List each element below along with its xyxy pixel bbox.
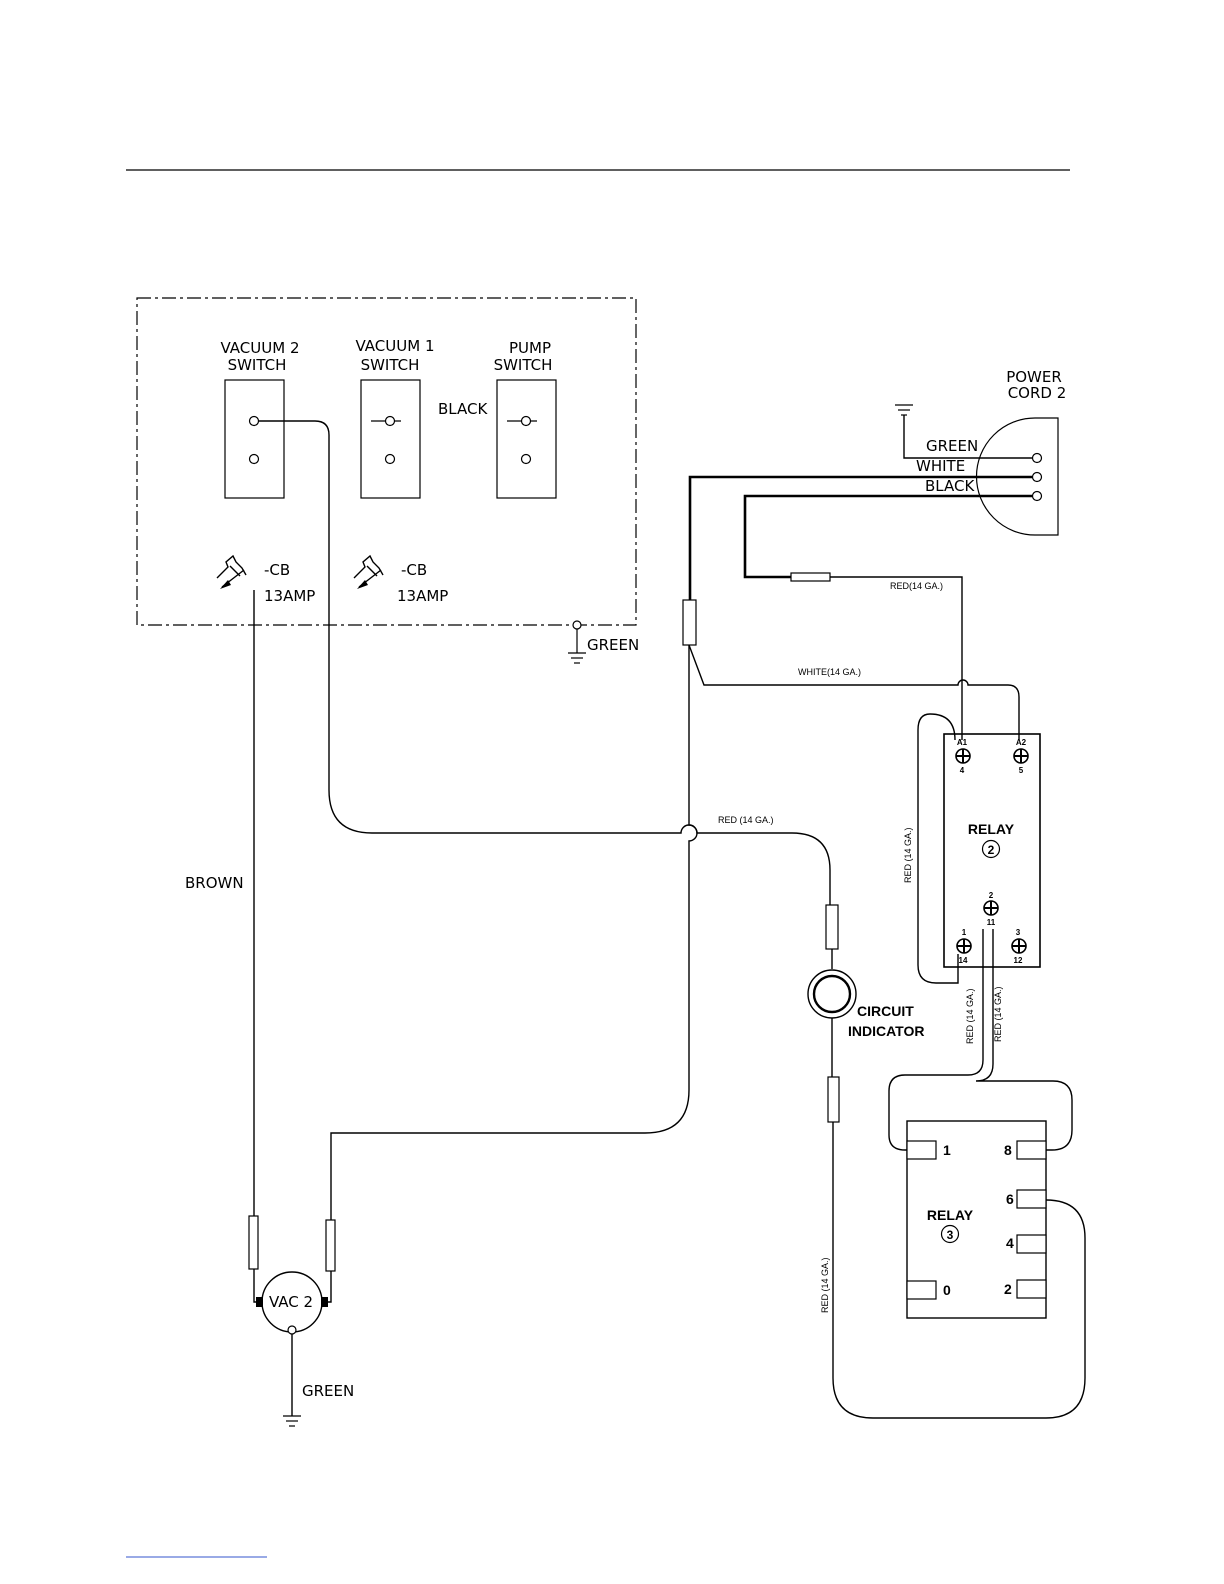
relay3-title: RELAY (927, 1207, 974, 1223)
circuit-breaker-1: -CB 13AMP (217, 556, 315, 605)
red-relay-out2-label: RED (14 GA.) (993, 986, 1003, 1042)
relay2-terminal-a2: A2 (1016, 738, 1027, 747)
relay3-pin-0 (907, 1281, 936, 1299)
vacuum2-switch-terminal-bottom (250, 455, 259, 464)
relay3-pin2-label: 2 (1004, 1281, 1012, 1297)
relay3-pin-6 (1017, 1190, 1046, 1208)
relay2-terminal-2: 2 (989, 891, 994, 900)
relay2-terminal-a1: A1 (957, 738, 968, 747)
relay3-pin8-label: 8 (1004, 1142, 1012, 1158)
red-wire-indicator-to-relay3 (833, 1122, 1085, 1418)
pump-switch-label-1: PUMP (509, 339, 551, 357)
relay2-title: RELAY (968, 821, 1015, 837)
cord-wire-white: WHITE (916, 457, 965, 475)
black-wire-label: BLACK (438, 400, 488, 418)
panel-ground-icon (568, 621, 586, 663)
red-bottom-label: RED (14 GA.) (820, 1257, 830, 1313)
circuit-breaker-2: -CB 13AMP (354, 556, 448, 605)
motor-ground-icon (283, 1416, 301, 1426)
fuse-white (683, 600, 696, 645)
relay3-pin6-label: 6 (1006, 1191, 1014, 1207)
plug-pin-white (1033, 473, 1042, 482)
vacuum2-switch-label-2: SWITCH (228, 356, 287, 374)
white-wire-to-relay (689, 645, 1019, 740)
vacuum1-switch-label-1: VACUUM 1 (356, 337, 435, 355)
plug-pin-green (1033, 454, 1042, 463)
relay2-screw-1-icon (957, 939, 971, 953)
relay3-pin-1 (907, 1141, 936, 1159)
cord-ground-icon (895, 405, 913, 415)
black-wire-main (745, 496, 1032, 577)
red-mid-label: RED (14 GA.) (718, 815, 774, 825)
relay3-number: 3 (947, 1228, 954, 1242)
relay2-screw-3-icon (1012, 939, 1026, 953)
power-cord-title-2: CORD 2 (1008, 384, 1067, 402)
white-wire-label: WHITE(14 GA.) (798, 667, 861, 677)
relay2-terminal-12: 12 (1014, 956, 1023, 965)
relay2-screw-a2-icon (1014, 749, 1028, 763)
motor-label: VAC 2 (269, 1293, 313, 1311)
cord-wire-black: BLACK (925, 477, 975, 495)
brown-wire-label: BROWN (185, 874, 244, 892)
pump-switch-terminal-top (522, 417, 531, 426)
relay2-screw-a1-icon (956, 749, 970, 763)
plug-pin-black (1033, 492, 1042, 501)
motor-ground-label: GREEN (302, 1382, 354, 1400)
fuse-indicator-bottom (828, 1077, 839, 1122)
pump-switch (497, 380, 556, 498)
fuse-top (791, 573, 830, 581)
fuse-indicator-top (826, 905, 838, 949)
relay3-pin-8 (1017, 1141, 1046, 1159)
relay2-terminal-a1-num: 4 (960, 766, 965, 775)
vacuum1-switch-label-2: SWITCH (361, 356, 420, 374)
relay2-terminal-11: 11 (987, 918, 996, 927)
circuit-indicator-label-1: CIRCUIT (857, 1003, 914, 1019)
relay-2: A1 4 A2 5 RELAY 2 2 11 1 14 3 12 (944, 734, 1040, 967)
relay2-terminal-14: 14 (959, 956, 968, 965)
breaker1-rating: 13AMP (264, 587, 315, 605)
breaker1-label: -CB (264, 561, 290, 579)
fuse-motor-right (326, 1220, 335, 1271)
breaker2-label: -CB (401, 561, 427, 579)
red-wire-relay2-loop (918, 714, 958, 983)
relay3-pin4-label: 4 (1006, 1235, 1014, 1251)
red-relay-left-label: RED (14 GA.) (903, 827, 913, 883)
cord-wire-green: GREEN (926, 437, 978, 455)
vacuum2-switch-terminal-top (250, 417, 259, 426)
relay2-terminal-1: 1 (962, 928, 967, 937)
relay3-pin0-label: 0 (943, 1282, 951, 1298)
vacuum1-switch-terminal-top (386, 417, 395, 426)
white-wire-vertical (331, 645, 697, 1220)
vacuum2-switch (225, 380, 284, 498)
relay2-terminal-a2-num: 5 (1019, 766, 1024, 775)
relay-3: 1 0 8 6 4 2 RELAY 3 (907, 1121, 1046, 1318)
circuit-indicator-label-2: INDICATOR (848, 1023, 924, 1039)
panel-ground-label: GREEN (587, 636, 639, 654)
relay3-pin-2 (1017, 1280, 1046, 1298)
relay3-pin1-label: 1 (943, 1142, 951, 1158)
red-wire-relay2-to-relay3-pin8 (976, 929, 1072, 1150)
relay2-terminal-3: 3 (1016, 928, 1021, 937)
red-top-label: RED(14 GA.) (890, 581, 943, 591)
vacuum2-switch-label-1: VACUUM 2 (221, 339, 300, 357)
fuse-motor-left (249, 1216, 258, 1269)
breaker2-rating: 13AMP (397, 587, 448, 605)
power-cord: POWER CORD 2 GREEN WHITE BLACK (895, 368, 1066, 535)
red-wire-switch-to-indicator (259, 421, 830, 905)
pump-switch-label-2: SWITCH (494, 356, 553, 374)
red-relay-out1-label: RED (14 GA.) (965, 988, 975, 1044)
pump-switch-terminal-bottom (522, 455, 531, 464)
relay2-screw-2-icon (984, 901, 998, 915)
vacuum1-switch (361, 380, 420, 498)
circuit-indicator-lamp (808, 970, 856, 1018)
relay3-pin-4 (1017, 1235, 1046, 1253)
relay2-number: 2 (988, 843, 995, 857)
switch-panel: VACUUM 2 SWITCH VACUUM 1 SWITCH PUMP SWI… (137, 298, 639, 663)
vacuum1-switch-terminal-bottom (386, 455, 395, 464)
